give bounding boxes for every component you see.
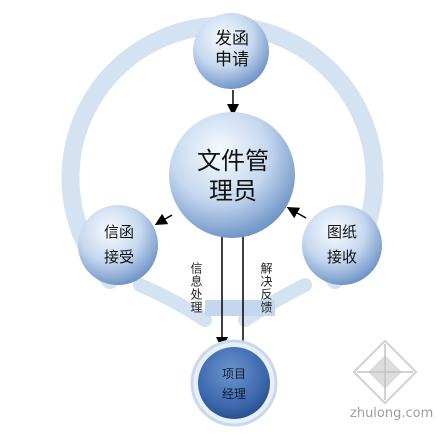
node-manager-label: 项目 经理 — [221, 367, 246, 402]
node-letter-label: 信函 接受 — [103, 223, 134, 266]
arrow-drawing-to-center — [286, 207, 307, 219]
node-drawing-label: 图纸 接收 — [326, 223, 357, 266]
edge-info-label: 信息处理 — [189, 262, 203, 314]
arrow-center-to-letter — [154, 213, 173, 226]
ring-wing-left — [133, 278, 212, 327]
node-manager-circle — [198, 347, 270, 419]
node-send-circle — [193, 13, 269, 89]
watermark-text: zhulong.com — [350, 406, 434, 421]
node-drawing-circle — [302, 205, 382, 285]
node-letter-circle — [78, 205, 158, 285]
node-center-label: 文件管 理员 — [197, 147, 269, 205]
node-center-circle — [169, 112, 295, 238]
watermark-logo-icon — [352, 339, 418, 405]
node-send-label: 发函 申请 — [215, 29, 249, 71]
edge-feedback-label: 解决反馈 — [259, 262, 273, 314]
